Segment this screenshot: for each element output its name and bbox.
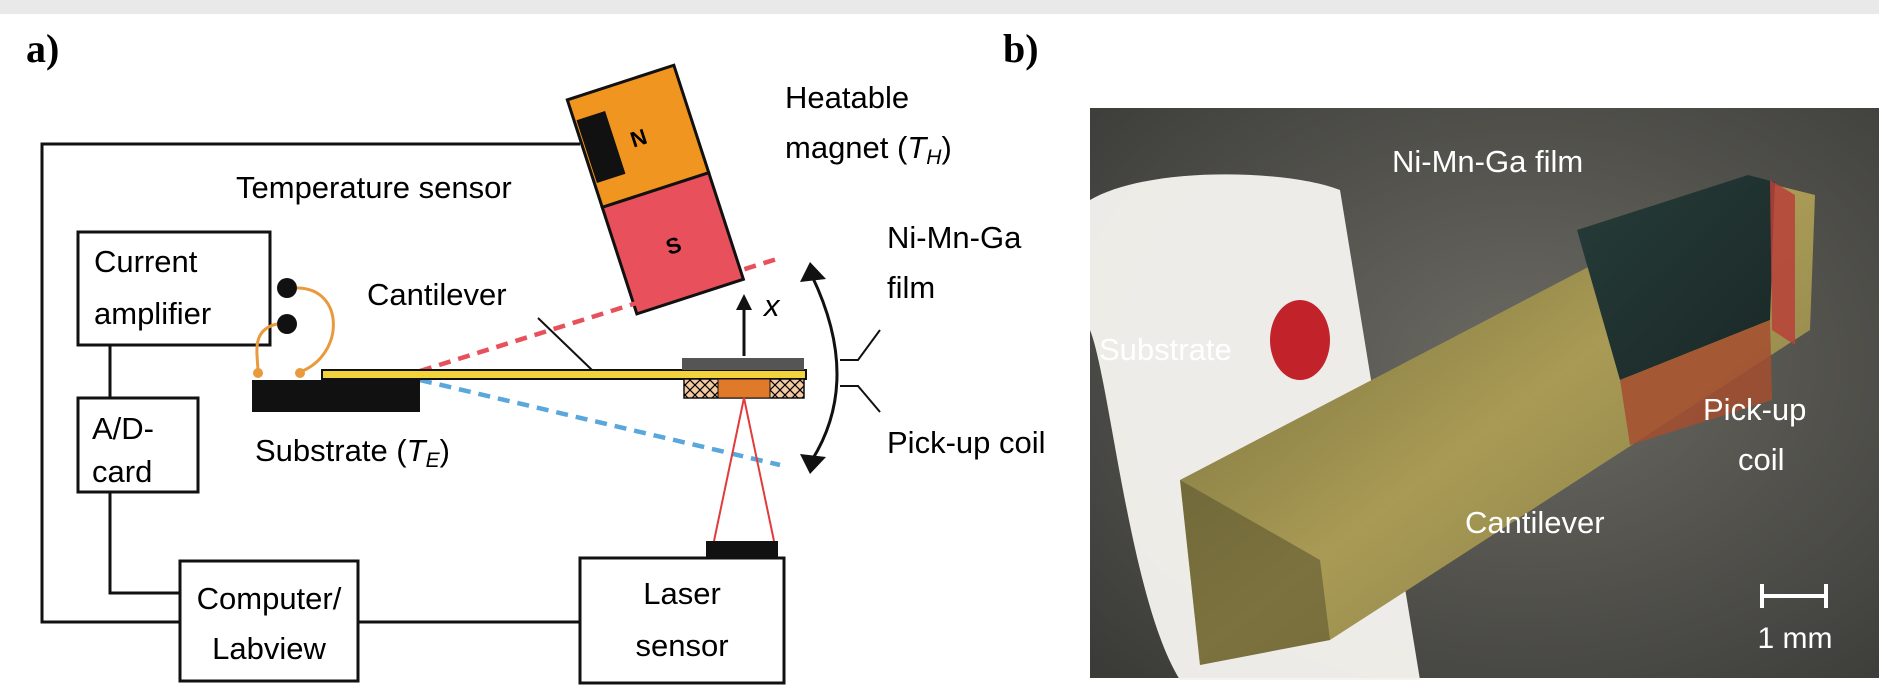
current-amplifier-label-line1: Current (94, 244, 198, 279)
panel-b-letter: b) (1003, 26, 1039, 71)
heatable-magnet-label-line1: Heatable (785, 80, 909, 115)
scale-bar-label: 1 mm (1758, 622, 1833, 655)
panel-a: a) N S Heatable magnet (TH) Temperature … (26, 26, 1046, 685)
laser-sensor-box (578, 556, 786, 685)
laser-beam-right (743, 397, 775, 542)
panel-a-letter: a) (26, 26, 59, 71)
substrate-label: Substrate (TE) (255, 433, 450, 472)
film-leader-line (840, 329, 881, 361)
temperature-sensor-label: Temperature sensor (236, 170, 512, 205)
nimnga-film-label-line2: film (887, 270, 935, 305)
laser-sensor-label-line1: Laser (643, 576, 721, 611)
current-amplifier-label-line2: amplifier (94, 296, 211, 331)
heatable-magnet-label-line2: magnet (TH) (785, 130, 952, 169)
coil-wire-inner (255, 322, 278, 373)
laser-emitter (706, 541, 778, 558)
photo-pickup-coil-label-line1: Pick-up (1703, 392, 1806, 427)
coil-winding-left (684, 379, 718, 398)
photo-substrate-label: Substrate (1099, 332, 1232, 367)
panel-b: b) Ni-Mn-Ga film Substrate Pick-up coil … (1003, 26, 1879, 680)
laser-sensor-label-line2: sensor (635, 628, 728, 663)
coil-winding-right (770, 379, 804, 398)
ad-card-label-line1: A/D- (92, 411, 154, 446)
photo-coil-side (1770, 180, 1795, 345)
substrate-block (252, 380, 420, 412)
photo-pickup-coil (1620, 320, 1772, 445)
deflection-up-line (419, 255, 781, 374)
coil-leader-line (840, 385, 881, 413)
oscillation-arrow-bottom (800, 454, 826, 474)
photo-cantilever-edge (1180, 480, 1330, 665)
computer-label-line1: Computer/ (197, 581, 342, 616)
temperature-wire (40, 142, 580, 624)
displacement-arrow-head (736, 294, 752, 310)
photo-pickup-coil-label-line2: coil (1738, 442, 1785, 477)
deflection-down-line (419, 377, 781, 468)
cantilever-beam (321, 369, 807, 380)
nimnga-film-layer (682, 358, 804, 370)
ad-to-computer-wire (108, 492, 180, 595)
amplifier-terminal-top (277, 278, 297, 298)
photo-glue-dot-top (1270, 300, 1330, 380)
top-shadow (0, 0, 1879, 14)
cantilever-pointer (537, 317, 593, 371)
wire-contact-left (253, 368, 263, 378)
current-amplifier-box (76, 230, 272, 347)
laser-beam-left (713, 397, 745, 542)
photo-nimnga-film-label: Ni-Mn-Ga film (1392, 144, 1583, 179)
computer-box (178, 559, 360, 683)
oscillation-arc (810, 275, 839, 461)
displacement-label: x (762, 288, 781, 323)
temperature-sensor-block (576, 110, 626, 184)
wire-contact-right (295, 368, 305, 378)
coil-core (717, 378, 771, 399)
magnet-north-label: N (627, 124, 650, 153)
computer-label-line2: Labview (212, 631, 326, 666)
coil-wire-outer (296, 286, 335, 374)
oscillation-arrow-top (800, 262, 826, 282)
nimnga-film-label-line1: Ni-Mn-Ga (887, 220, 1022, 255)
amplifier-terminal-bottom (277, 314, 297, 334)
cantilever-label: Cantilever (367, 277, 507, 312)
photo-film (1577, 175, 1775, 380)
photo-cantilever-label: Cantilever (1465, 505, 1605, 540)
pickup-coil-label: Pick-up coil (887, 425, 1046, 460)
ad-card-label-line2: card (92, 454, 152, 489)
ad-card-box (76, 396, 200, 494)
